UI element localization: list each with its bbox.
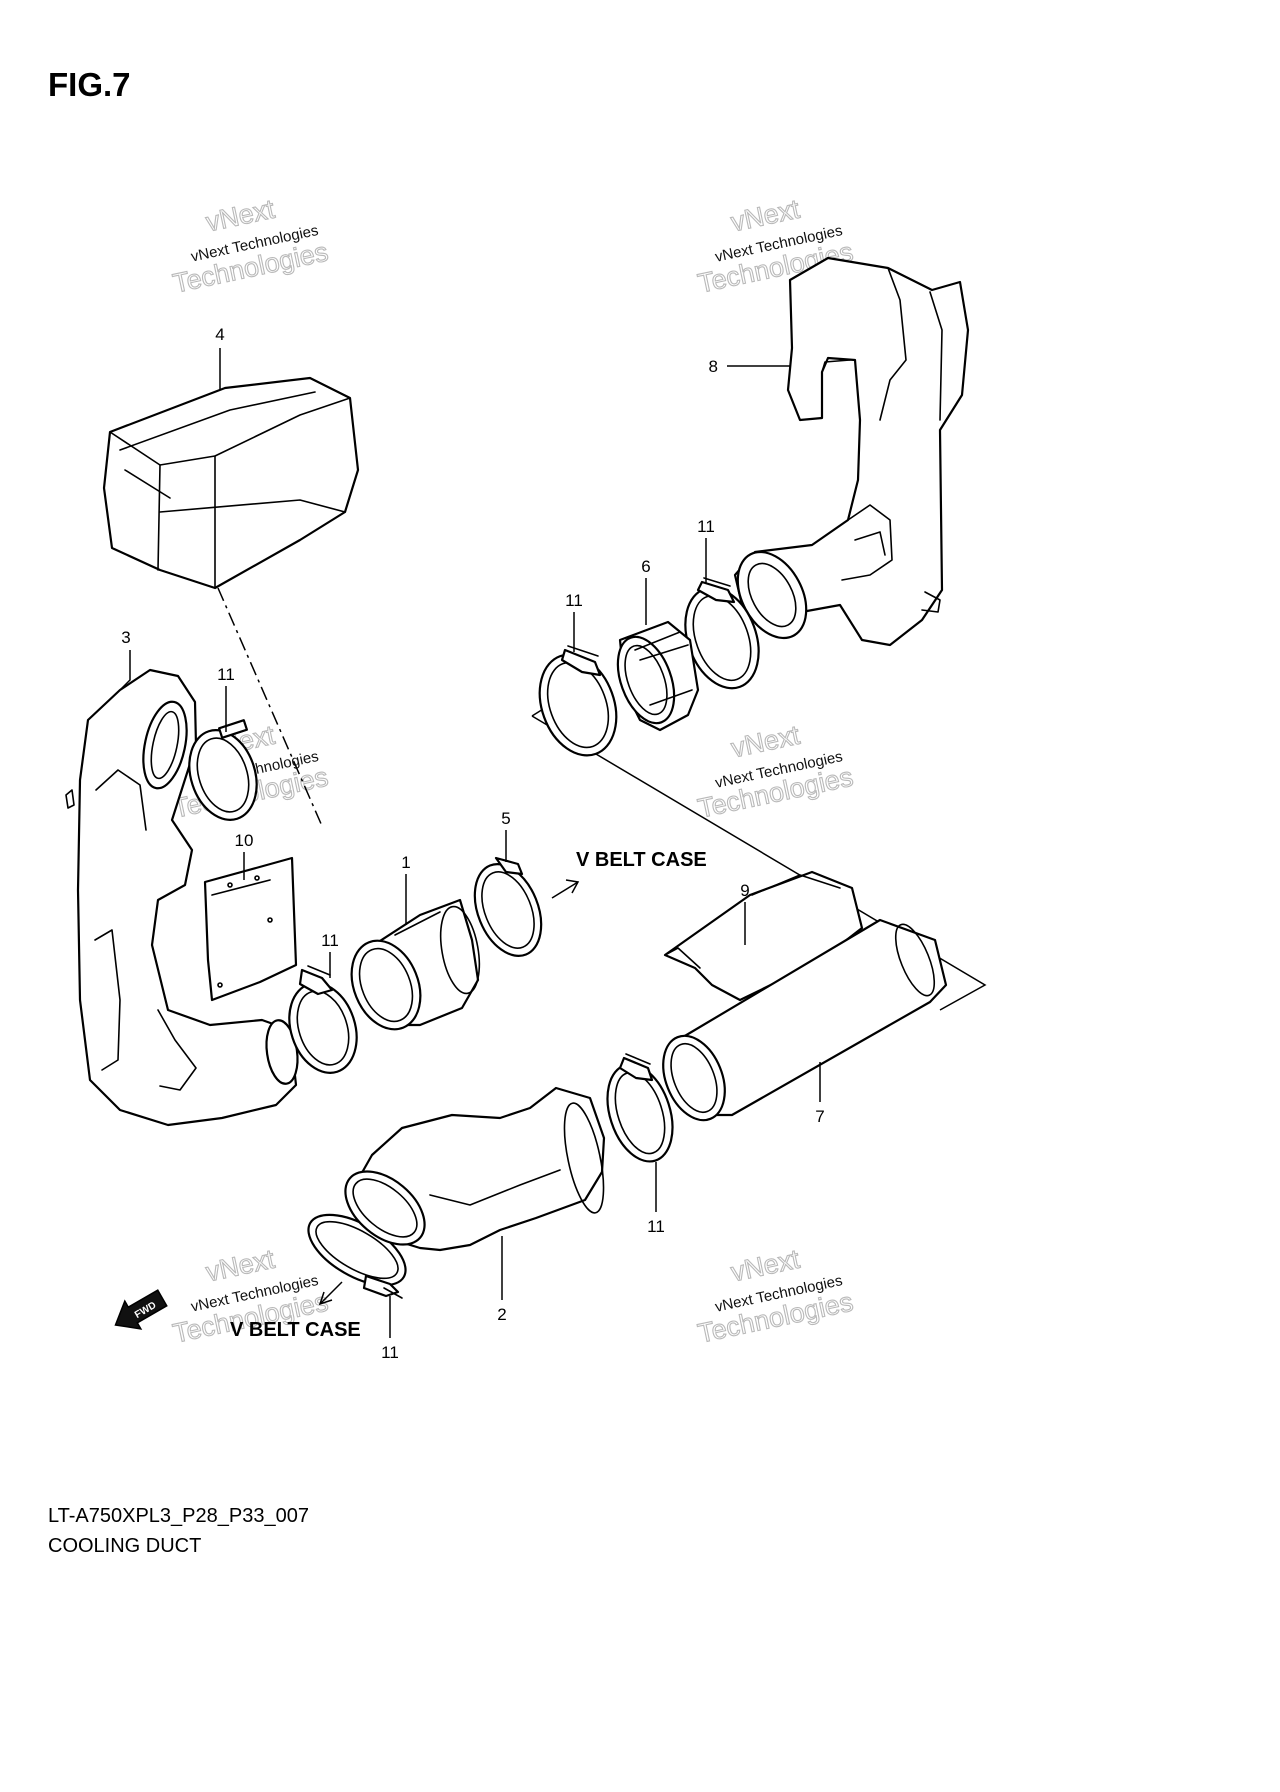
clamp-upper-right-b [684,577,760,690]
pipe [662,918,948,1122]
callout-1: 1 [401,853,410,872]
callout-5: 5 [501,809,510,828]
svg-text:vNext: vNext [203,194,277,238]
svg-text:vNext: vNext [728,1244,802,1288]
upper-duct [733,256,970,647]
duct-cover [102,376,360,590]
callout-2: 2 [497,1305,506,1324]
figure-label: FIG.7 [48,66,131,103]
v-belt-case-arrow-upper [551,879,580,899]
watermark-top-left: vNext vNext Technologies Technologies [170,193,332,299]
diagram-caption: COOLING DUCT [48,1535,202,1557]
callout-11-upper-right-a: 11 [565,591,583,610]
boot [616,620,700,732]
callout-10: 10 [235,831,254,850]
plate [203,856,298,1002]
callout-11-lower-right: 11 [647,1217,665,1236]
callout-11-upper-right-b: 11 [697,517,715,536]
callout-4: 4 [215,325,224,344]
clamp-upper-left [188,719,258,821]
lower-elbow-duct [344,1086,606,1252]
callout-3: 3 [121,628,130,647]
v-belt-case-label-lower: V BELT CASE [230,1319,361,1341]
clamp-lower-right [606,1053,674,1163]
callout-leaders [119,348,821,1338]
callout-8: 8 [709,357,718,376]
forward-arrow-icon: FWD [114,1289,168,1330]
svg-text:vNext: vNext [728,194,802,238]
callout-11-bottom: 11 [381,1343,399,1362]
svg-text:vNext: vNext [728,720,802,764]
watermark-bottom-right: vNext vNext Technologies Technologies [695,1243,857,1349]
watermark-mid-right: vNext vNext Technologies Technologies [695,719,857,824]
v-belt-case-arrow-lower [318,1281,343,1306]
diagram-code: LT-A750XPL3_P28_P33_007 [48,1505,309,1527]
callout-9: 9 [740,881,749,900]
left-duct [65,668,299,1127]
clamp-middle-left [288,965,358,1074]
callout-7: 7 [815,1107,824,1126]
v-belt-case-label-upper: V BELT CASE [576,849,707,871]
svg-text:vNext: vNext [203,1244,277,1288]
clamp-upper-right-a [538,645,618,757]
ring-clamp [473,856,543,958]
callout-6: 6 [641,557,650,576]
callout-11-upper-left: 11 [217,665,235,684]
callout-11-middle-left: 11 [321,931,339,950]
connector-duct [350,898,481,1031]
